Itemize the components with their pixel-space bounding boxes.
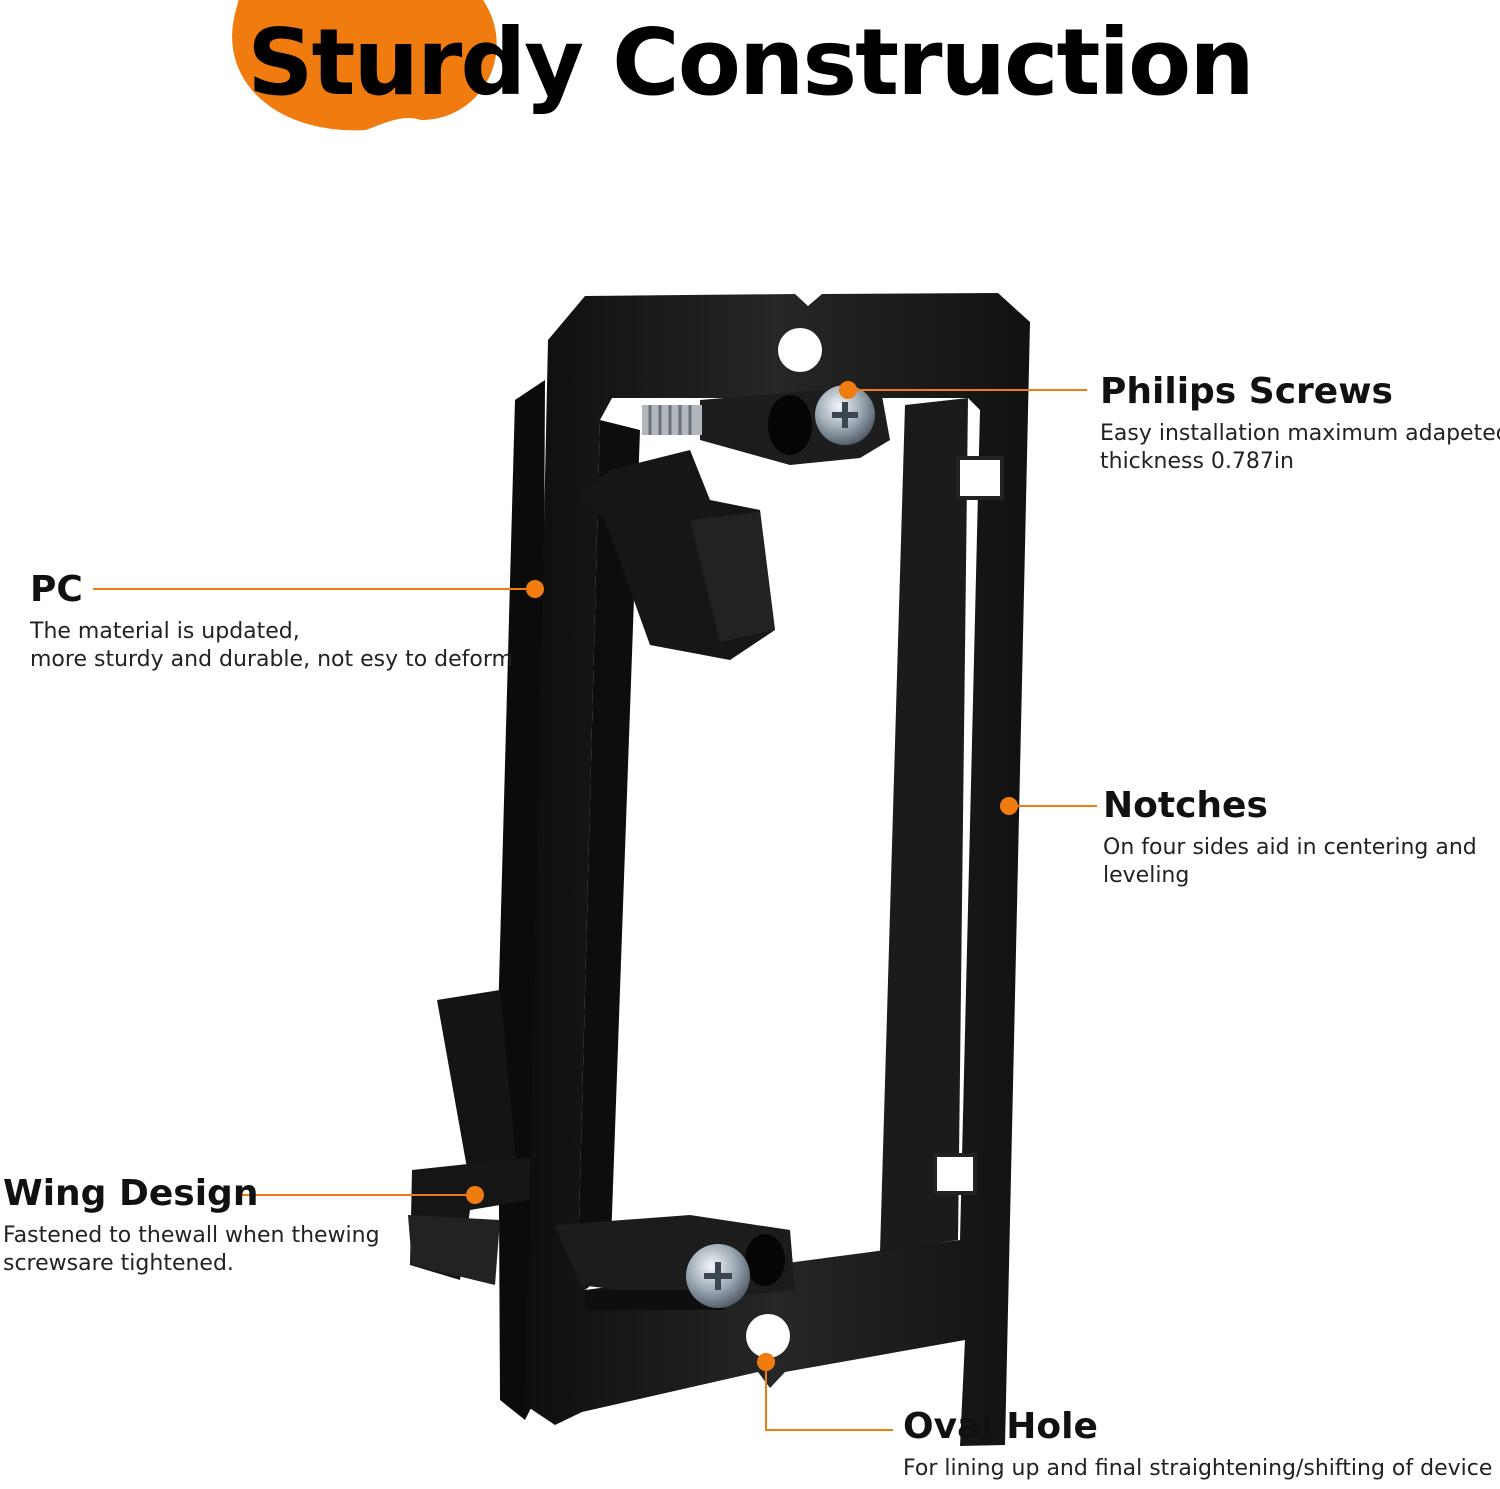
callout-line: more sturdy and durable, not esy to defo… bbox=[30, 647, 513, 672]
callout-description: For lining up and final straightening/sh… bbox=[903, 1455, 1492, 1483]
callout-wing-design: Wing Design Fastened to thewall when the… bbox=[3, 1172, 380, 1278]
callout-line: screwsare tightened. bbox=[3, 1251, 234, 1276]
callout-line: For lining up and final straightening/sh… bbox=[903, 1456, 1493, 1481]
callout-line: Fastened to thewall when thewing bbox=[3, 1223, 380, 1248]
callout-title: Notches bbox=[1103, 785, 1268, 826]
callout-description: Fastened to thewall when thewing screwsa… bbox=[3, 1222, 380, 1278]
callout-title: PC bbox=[30, 569, 83, 610]
callout-line: On four sides aid in centering and bbox=[1103, 835, 1477, 860]
callout-line: thickness 0.787in bbox=[1100, 449, 1294, 474]
callout-description: On four sides aid in centering and level… bbox=[1103, 834, 1477, 890]
callout-title: Wing Design bbox=[3, 1173, 259, 1214]
callout-philips-screws: Philips Screws Easy installation maximum… bbox=[1100, 370, 1500, 476]
callout-notches: Notches On four sides aid in centering a… bbox=[1103, 784, 1477, 890]
callout-description: Easy installation maximum adapeted thick… bbox=[1100, 420, 1500, 476]
callout-description: The material is updated, more sturdy and… bbox=[30, 618, 513, 674]
callout-line: Easy installation maximum adapeted bbox=[1100, 421, 1500, 446]
callout-pc: PC The material is updated, more sturdy … bbox=[30, 568, 513, 674]
page-title: Sturdy Construction bbox=[247, 9, 1255, 116]
callout-line: The material is updated, bbox=[30, 619, 300, 644]
title-accent-blob bbox=[232, 0, 497, 131]
callout-title: Oval Hole bbox=[903, 1406, 1098, 1447]
callout-line: leveling bbox=[1103, 863, 1190, 888]
callout-oval-hole: Oval Hole For lining up and final straig… bbox=[903, 1405, 1492, 1483]
callout-title: Philips Screws bbox=[1100, 371, 1393, 412]
